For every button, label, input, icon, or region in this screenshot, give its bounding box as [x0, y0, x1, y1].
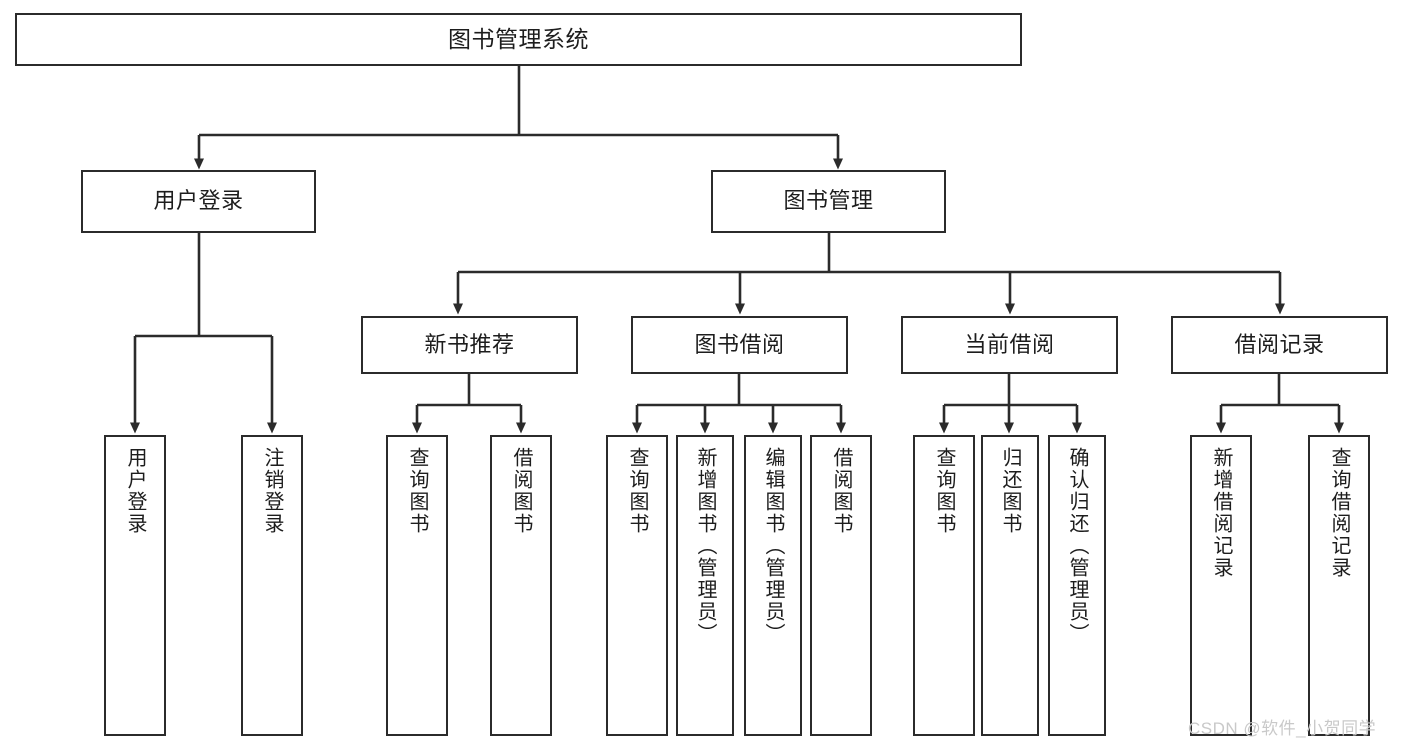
- node-label: 查询图书: [933, 447, 955, 535]
- node-label: 图书借阅: [694, 331, 785, 357]
- node-label: 查询图书: [406, 447, 428, 535]
- node-label: 注销登录: [261, 447, 283, 535]
- node-label: 图书管理系统: [448, 25, 589, 52]
- leaf-current-borrow-return-book[interactable]: 归还图书: [981, 435, 1039, 736]
- node-user-login[interactable]: 用户登录: [81, 170, 316, 233]
- node-label: 新增借阅记录: [1210, 447, 1232, 579]
- node-book-management[interactable]: 图书管理: [711, 170, 946, 233]
- node-label: 查询借阅记录: [1328, 447, 1350, 579]
- leaf-book-borrow-edit-book-admin[interactable]: 编辑图书（管理员）: [744, 435, 802, 736]
- leaf-new-book-borrow-book[interactable]: 借阅图书: [490, 435, 552, 736]
- leaf-user-login-login[interactable]: 用户登录: [104, 435, 166, 736]
- node-label: 借阅记录: [1234, 331, 1325, 357]
- node-borrow-record[interactable]: 借阅记录: [1171, 316, 1388, 374]
- leaf-book-borrow-add-book-admin[interactable]: 新增图书（管理员）: [676, 435, 734, 736]
- leaf-current-borrow-confirm-return-admin[interactable]: 确认归还（管理员）: [1048, 435, 1106, 736]
- node-label: 当前借阅: [964, 331, 1055, 357]
- node-label: 新书推荐: [424, 331, 515, 357]
- leaf-borrow-record-query-record[interactable]: 查询借阅记录: [1308, 435, 1370, 736]
- node-label: 确认归还（管理员）: [1066, 447, 1088, 645]
- node-label: 借阅图书: [510, 447, 532, 535]
- node-label: 归还图书: [999, 447, 1021, 535]
- node-book-borrow[interactable]: 图书借阅: [631, 316, 848, 374]
- node-new-book-recommend[interactable]: 新书推荐: [361, 316, 578, 374]
- node-label: 借阅图书: [830, 447, 852, 535]
- node-label: 查询图书: [626, 447, 648, 535]
- leaf-book-borrow-query-book[interactable]: 查询图书: [606, 435, 668, 736]
- node-current-borrow[interactable]: 当前借阅: [901, 316, 1118, 374]
- node-label: 图书管理: [783, 188, 874, 214]
- node-label: 用户登录: [153, 188, 244, 214]
- node-root-book-management-system[interactable]: 图书管理系统: [15, 13, 1022, 66]
- leaf-new-book-query-book[interactable]: 查询图书: [386, 435, 448, 736]
- leaf-current-borrow-query-book[interactable]: 查询图书: [913, 435, 975, 736]
- leaf-user-login-logout[interactable]: 注销登录: [241, 435, 303, 736]
- node-label: 新增图书（管理员）: [694, 447, 716, 645]
- node-label: 用户登录: [124, 447, 146, 535]
- leaf-borrow-record-add-record[interactable]: 新增借阅记录: [1190, 435, 1252, 736]
- leaf-book-borrow-borrow-book[interactable]: 借阅图书: [810, 435, 872, 736]
- node-label: 编辑图书（管理员）: [762, 447, 784, 645]
